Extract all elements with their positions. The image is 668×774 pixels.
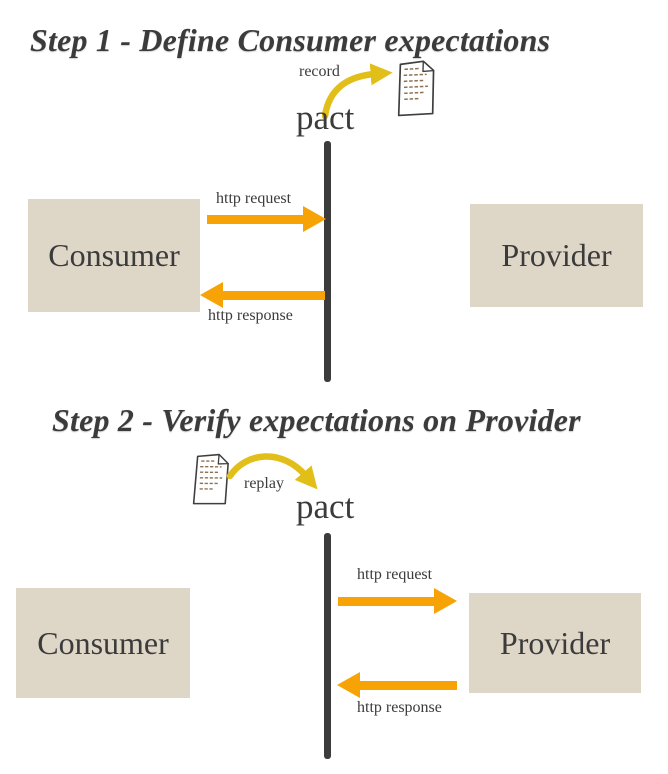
pact-file-icon (397, 60, 435, 117)
step1-title: Step 1 - Define Consumer expectations (30, 22, 551, 58)
pact-label: pact (296, 487, 355, 526)
replay-label: replay (244, 475, 284, 492)
provider-label: Provider (499, 624, 611, 661)
consumer-box: Consumer (28, 199, 200, 312)
http-response-label: http response (208, 307, 293, 324)
http-request-label: http request (357, 566, 433, 583)
record-label: record (299, 63, 340, 80)
pact-label: pact (296, 98, 355, 137)
http-request-label: http request (216, 190, 292, 207)
record-arrow-icon (321, 63, 393, 120)
consumer-box: Consumer (16, 588, 190, 698)
provider-label: Provider (501, 237, 612, 273)
consumer-label: Consumer (37, 624, 169, 661)
replay-arrow-icon (226, 453, 318, 490)
consumer-label: Consumer (48, 237, 180, 273)
pact-bar (324, 141, 331, 382)
pact-bar (324, 533, 331, 759)
provider-box: Provider (470, 204, 643, 307)
pact-file-icon (192, 453, 229, 505)
provider-box: Provider (469, 593, 641, 693)
step2-title: Step 2 - Verify expectations on Provider (52, 402, 581, 438)
http-response-label: http response (357, 699, 442, 716)
